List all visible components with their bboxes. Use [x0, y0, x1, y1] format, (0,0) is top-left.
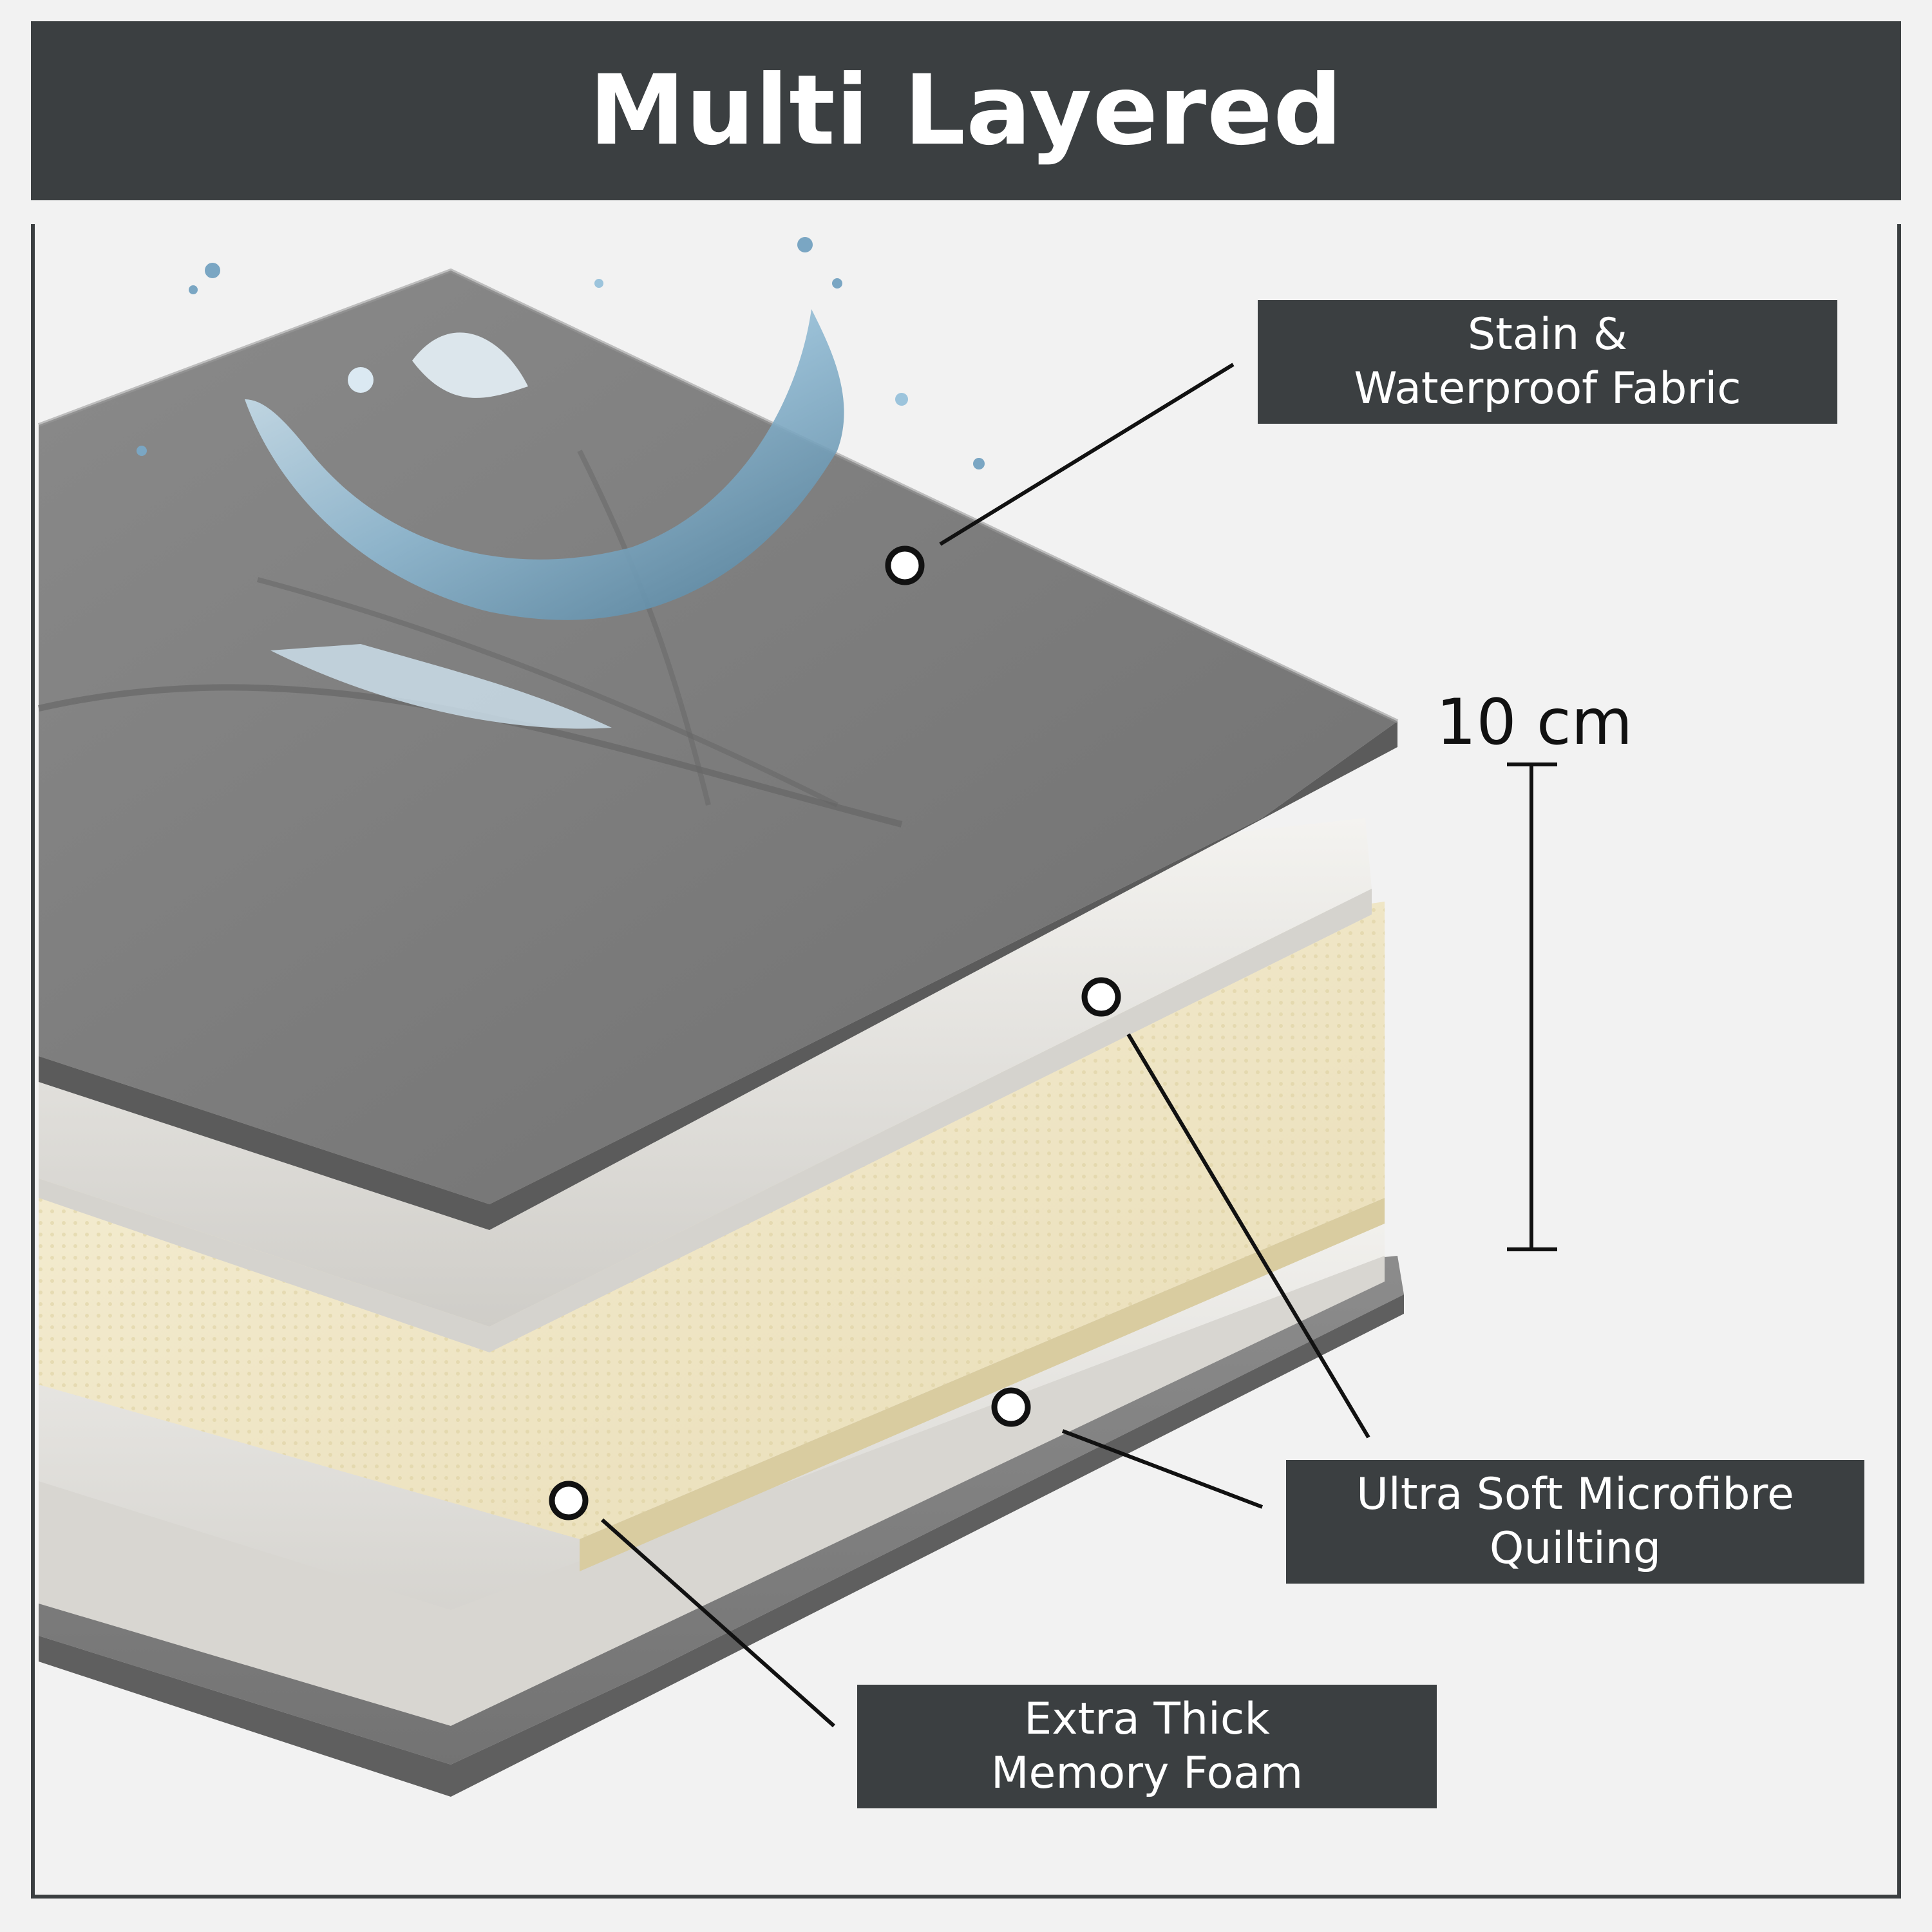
page-title: Multi Layered: [589, 55, 1343, 167]
water-splash: [137, 237, 985, 729]
label-fabric-line2: Waterproof Fabric: [1354, 363, 1741, 414]
label-waterproof-fabric: Stain & Waterproof Fabric: [1258, 300, 1837, 424]
callout-quilting-bottom: [991, 1387, 1264, 1509]
content-frame: [31, 224, 1901, 1899]
height-dimension-label: 10 cm: [1436, 686, 1633, 759]
height-dimension-bar: [1507, 762, 1557, 1251]
label-quilting-line1: Ultra Soft Microfibre: [1356, 1469, 1794, 1520]
callout-quilting-top: [1081, 977, 1370, 1439]
callout-fabric: [885, 363, 1235, 585]
label-foam-line2: Memory Foam: [990, 1748, 1303, 1799]
label-memory-foam: Extra Thick Memory Foam: [857, 1685, 1437, 1808]
title-banner: Multi Layered: [31, 21, 1901, 200]
label-fabric-line1: Stain &: [1467, 309, 1628, 360]
label-foam-line1: Extra Thick: [1024, 1694, 1270, 1745]
label-microfibre-quilting: Ultra Soft Microfibre Quilting: [1286, 1460, 1864, 1584]
label-quilting-line2: Quilting: [1489, 1523, 1662, 1574]
callout-foam: [549, 1481, 835, 1728]
